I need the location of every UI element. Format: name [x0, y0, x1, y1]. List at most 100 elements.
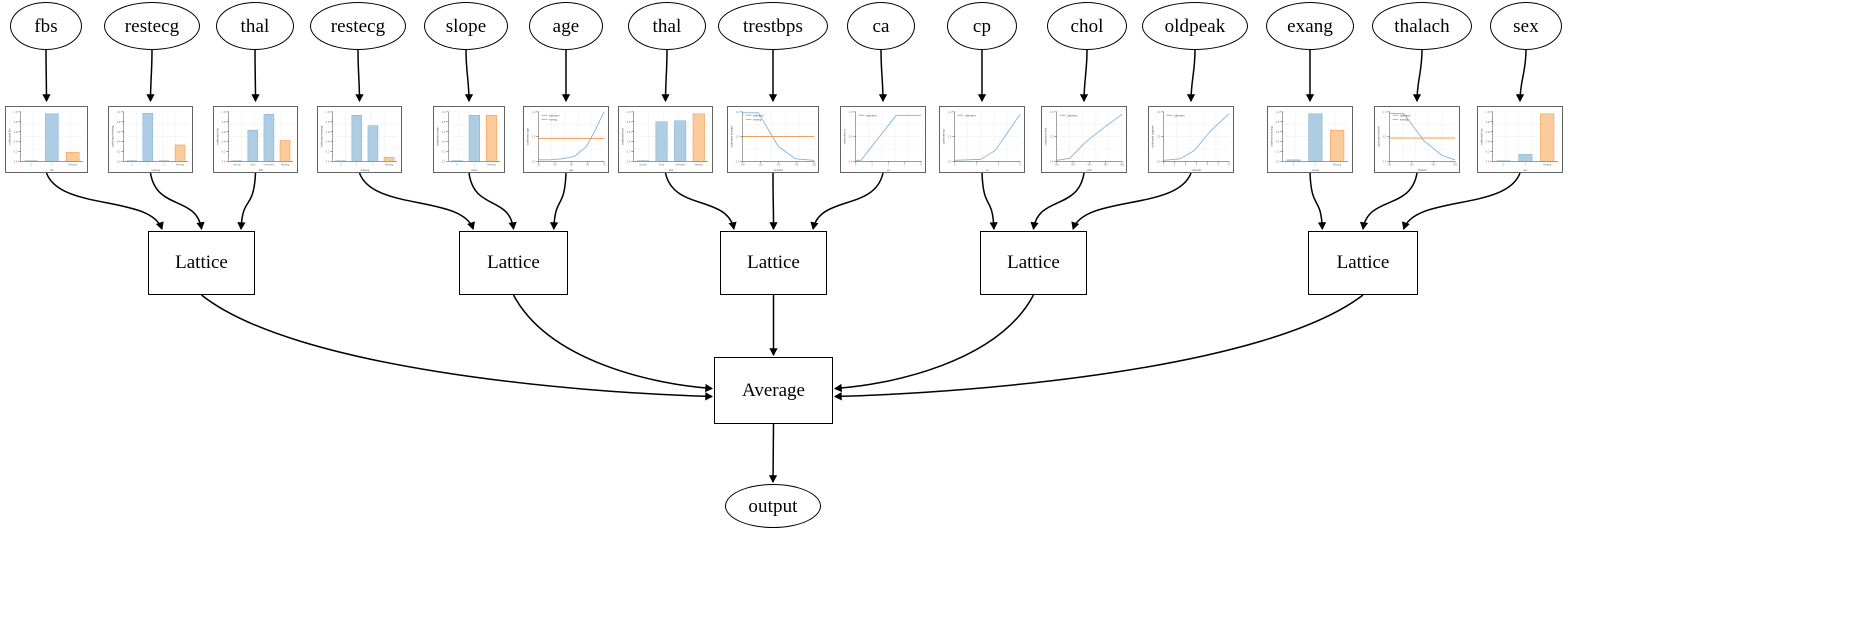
svg-text:normal: normal: [639, 163, 647, 166]
edge-calibrator-to-lattice: [1402, 172, 1521, 230]
lattice-node-3[interactable]: Lattice: [980, 231, 1087, 295]
feature-node-slope[interactable]: slope: [424, 2, 508, 50]
bar-reversible: [674, 120, 687, 162]
edge-calibrator-to-lattice: [149, 172, 203, 230]
edge-lattice-to-average: [512, 294, 713, 390]
lattice-node-4[interactable]: Lattice: [1308, 231, 1418, 295]
svg-text:3: 3: [904, 164, 906, 167]
feature-node-thal[interactable]: thal: [216, 2, 294, 50]
bar-fixed: [247, 129, 259, 162]
svg-text:thal: thal: [669, 168, 674, 172]
feature-node-sex[interactable]: sex: [1490, 2, 1562, 50]
average-node[interactable]: Average: [714, 357, 833, 424]
edge-feature-to-calibrator: [357, 49, 361, 102]
svg-text:0.0: 0.0: [532, 160, 536, 163]
feature-node-exang[interactable]: exang: [1266, 2, 1354, 50]
svg-text:0.4: 0.4: [222, 141, 226, 144]
svg-text:0.0: 0.0: [117, 160, 121, 163]
svg-text:0.2: 0.2: [117, 151, 121, 154]
feature-node-restecg[interactable]: restecg: [310, 2, 406, 50]
feature-node-age[interactable]: age: [529, 2, 603, 50]
lattice-node-0[interactable]: Lattice: [148, 231, 255, 295]
lattice-node-1[interactable]: Lattice: [459, 231, 568, 295]
svg-text:30: 30: [537, 164, 540, 167]
bar-1: [351, 115, 363, 162]
svg-text:0.4: 0.4: [1486, 141, 1490, 144]
svg-text:calibrated thalach: calibrated thalach: [1376, 125, 1380, 147]
output-node[interactable]: output: [725, 484, 821, 528]
svg-text:0.4: 0.4: [117, 141, 121, 144]
svg-text:oldpeak: oldpeak: [1192, 168, 1202, 172]
bar-reversible: [263, 114, 275, 162]
svg-text:normal: normal: [233, 163, 241, 166]
edge-feature-to-calibrator: [1519, 49, 1527, 102]
svg-text:0.6: 0.6: [1276, 131, 1280, 134]
feature-label: thalach: [1394, 15, 1450, 37]
svg-text:5: 5: [1218, 164, 1220, 167]
lattice-label: Lattice: [1336, 252, 1390, 273]
bar-Missing: [1540, 113, 1555, 162]
edge-calibrator-to-lattice: [240, 172, 257, 230]
svg-text:1.0: 1.0: [326, 111, 330, 114]
svg-text:1: 1: [1174, 164, 1176, 167]
svg-text:1.0: 1.0: [1383, 111, 1387, 114]
feature-label: slope: [445, 15, 487, 37]
svg-text:300: 300: [1087, 164, 1092, 167]
svg-text:age: age: [569, 169, 574, 172]
svg-text:2: 2: [372, 163, 374, 166]
svg-text:Missing: Missing: [695, 163, 704, 166]
bar-2: [367, 125, 379, 162]
feature-node-trestbps[interactable]: trestbps: [718, 2, 828, 50]
bar-Missing: [65, 152, 80, 162]
feature-node-chol[interactable]: chol: [1047, 2, 1127, 50]
svg-text:1: 1: [147, 163, 149, 166]
svg-text:calibrated: calibrated: [866, 114, 877, 117]
calibrated-curve: [954, 114, 1021, 161]
feature-node-oldpeak[interactable]: oldpeak: [1142, 2, 1248, 50]
svg-text:calibrated: calibrated: [1400, 114, 1411, 117]
lattice-node-2[interactable]: Lattice: [720, 231, 827, 295]
feature-node-cp[interactable]: cp: [947, 2, 1017, 50]
svg-text:1: 1: [474, 163, 476, 166]
feature-node-thal[interactable]: thal: [628, 2, 706, 50]
svg-text:fixed: fixed: [659, 163, 665, 166]
feature-node-fbs[interactable]: fbs: [10, 2, 82, 50]
feature-node-thalach[interactable]: thalach: [1372, 2, 1472, 50]
svg-text:0.2: 0.2: [222, 151, 226, 154]
svg-text:reversible: reversible: [675, 163, 686, 166]
edge-calibrator-to-lattice: [981, 172, 995, 230]
svg-text:missing: missing: [1400, 118, 1409, 121]
svg-text:slope: slope: [471, 168, 478, 172]
svg-text:120: 120: [1409, 164, 1414, 167]
svg-text:0.8: 0.8: [326, 121, 330, 124]
feature-node-ca[interactable]: ca: [847, 2, 915, 50]
bar-1: [45, 113, 59, 162]
edge-lattice-to-average: [834, 294, 1035, 390]
feature-node-restecg[interactable]: restecg: [104, 2, 200, 50]
svg-text:thalach: thalach: [1418, 168, 1427, 172]
svg-text:0.4: 0.4: [1276, 141, 1280, 144]
svg-text:0.5: 0.5: [1383, 136, 1387, 139]
svg-text:1.0: 1.0: [1486, 111, 1490, 114]
